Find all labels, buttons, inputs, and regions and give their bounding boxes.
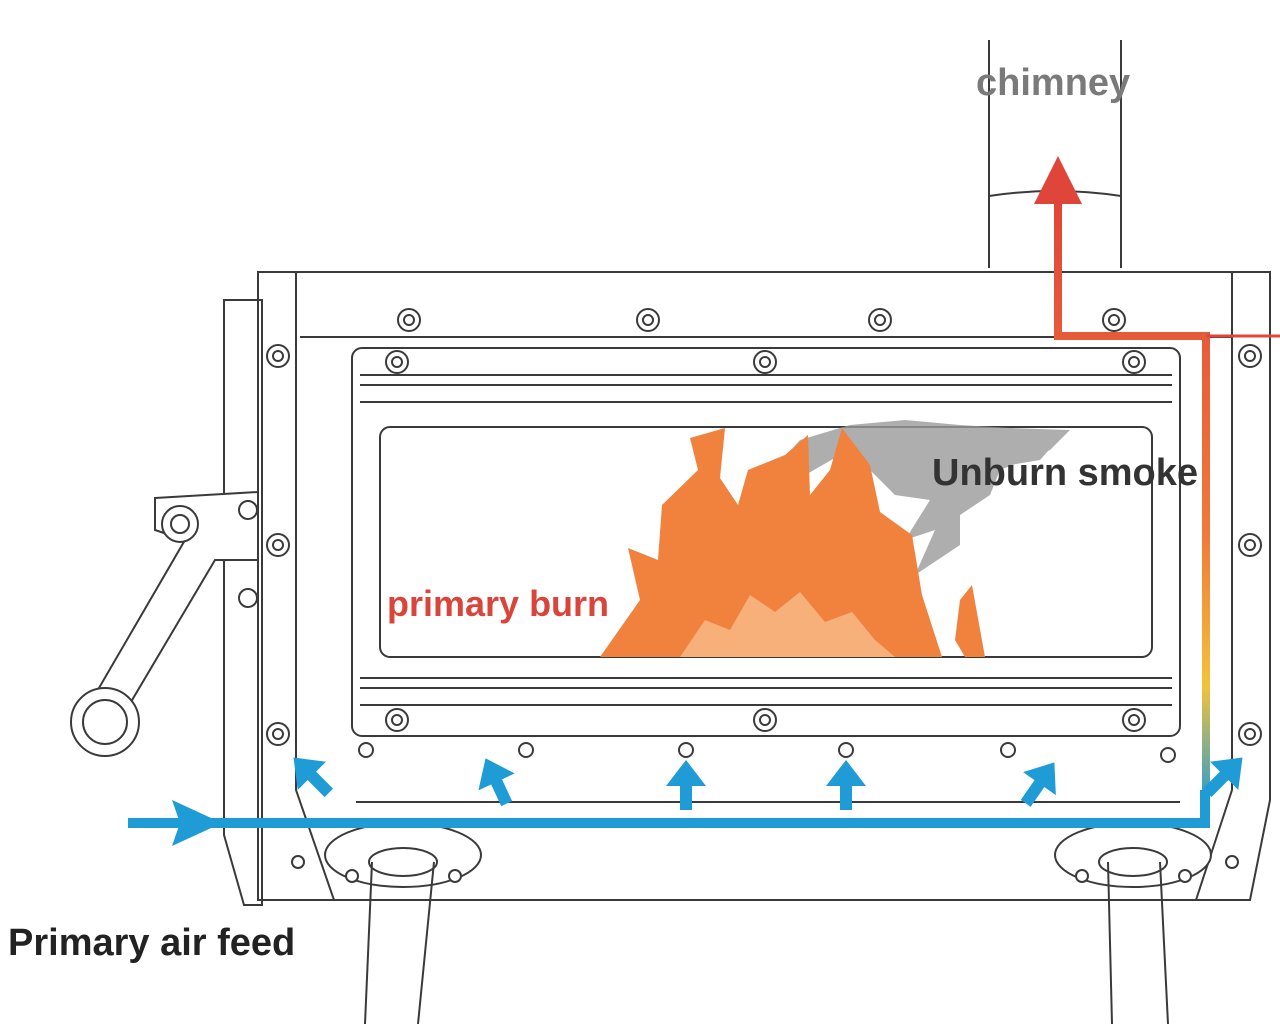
bolt-center — [1128, 714, 1140, 726]
bolt-center — [272, 539, 284, 551]
bolt-center — [759, 356, 771, 368]
bolts — [266, 308, 1262, 746]
bolt-center — [1108, 314, 1120, 326]
bolt-center — [391, 714, 403, 726]
bolt-center — [1244, 539, 1256, 551]
air-jet-arrow-icon — [826, 760, 866, 810]
unburn-smoke-label: Unburn smoke — [932, 452, 1199, 494]
primary-air-feed-label: Primary air feed — [8, 922, 296, 964]
air-jet-arrow-icon — [1202, 757, 1243, 798]
primary-burn-label: primary burn — [387, 583, 610, 624]
bolt-center — [272, 728, 284, 740]
stove-legs — [291, 822, 1239, 1024]
bolt-center — [759, 714, 771, 726]
exhaust-path — [1034, 156, 1280, 808]
air-jet-arrow-icon — [666, 760, 706, 810]
air-inlet-holes — [358, 742, 1176, 763]
bolt-center — [272, 350, 284, 362]
bolt-center — [874, 314, 886, 326]
side-door-plate — [223, 299, 263, 906]
air-flow-path — [128, 790, 1210, 846]
air-jet-arrow-icon — [478, 758, 515, 807]
air-arrow-icon — [172, 800, 222, 846]
air-jet-arrow-icon — [293, 757, 334, 798]
crank-handle — [70, 490, 259, 757]
flame-icon — [600, 428, 985, 657]
air-jet-arrow-icon — [1020, 762, 1056, 807]
air-jets — [293, 757, 1243, 810]
bolt-center — [1244, 728, 1256, 740]
bolt-center — [391, 356, 403, 368]
bolt-center — [642, 314, 654, 326]
exhaust-arrow-icon — [1034, 156, 1082, 204]
bolt-center — [403, 314, 415, 326]
chimney-label: chimney — [976, 62, 1131, 104]
bolt-center — [1244, 350, 1256, 362]
bolt-center — [1128, 356, 1140, 368]
glass-door-frame — [351, 347, 1181, 803]
smoke-icon — [760, 420, 1070, 575]
